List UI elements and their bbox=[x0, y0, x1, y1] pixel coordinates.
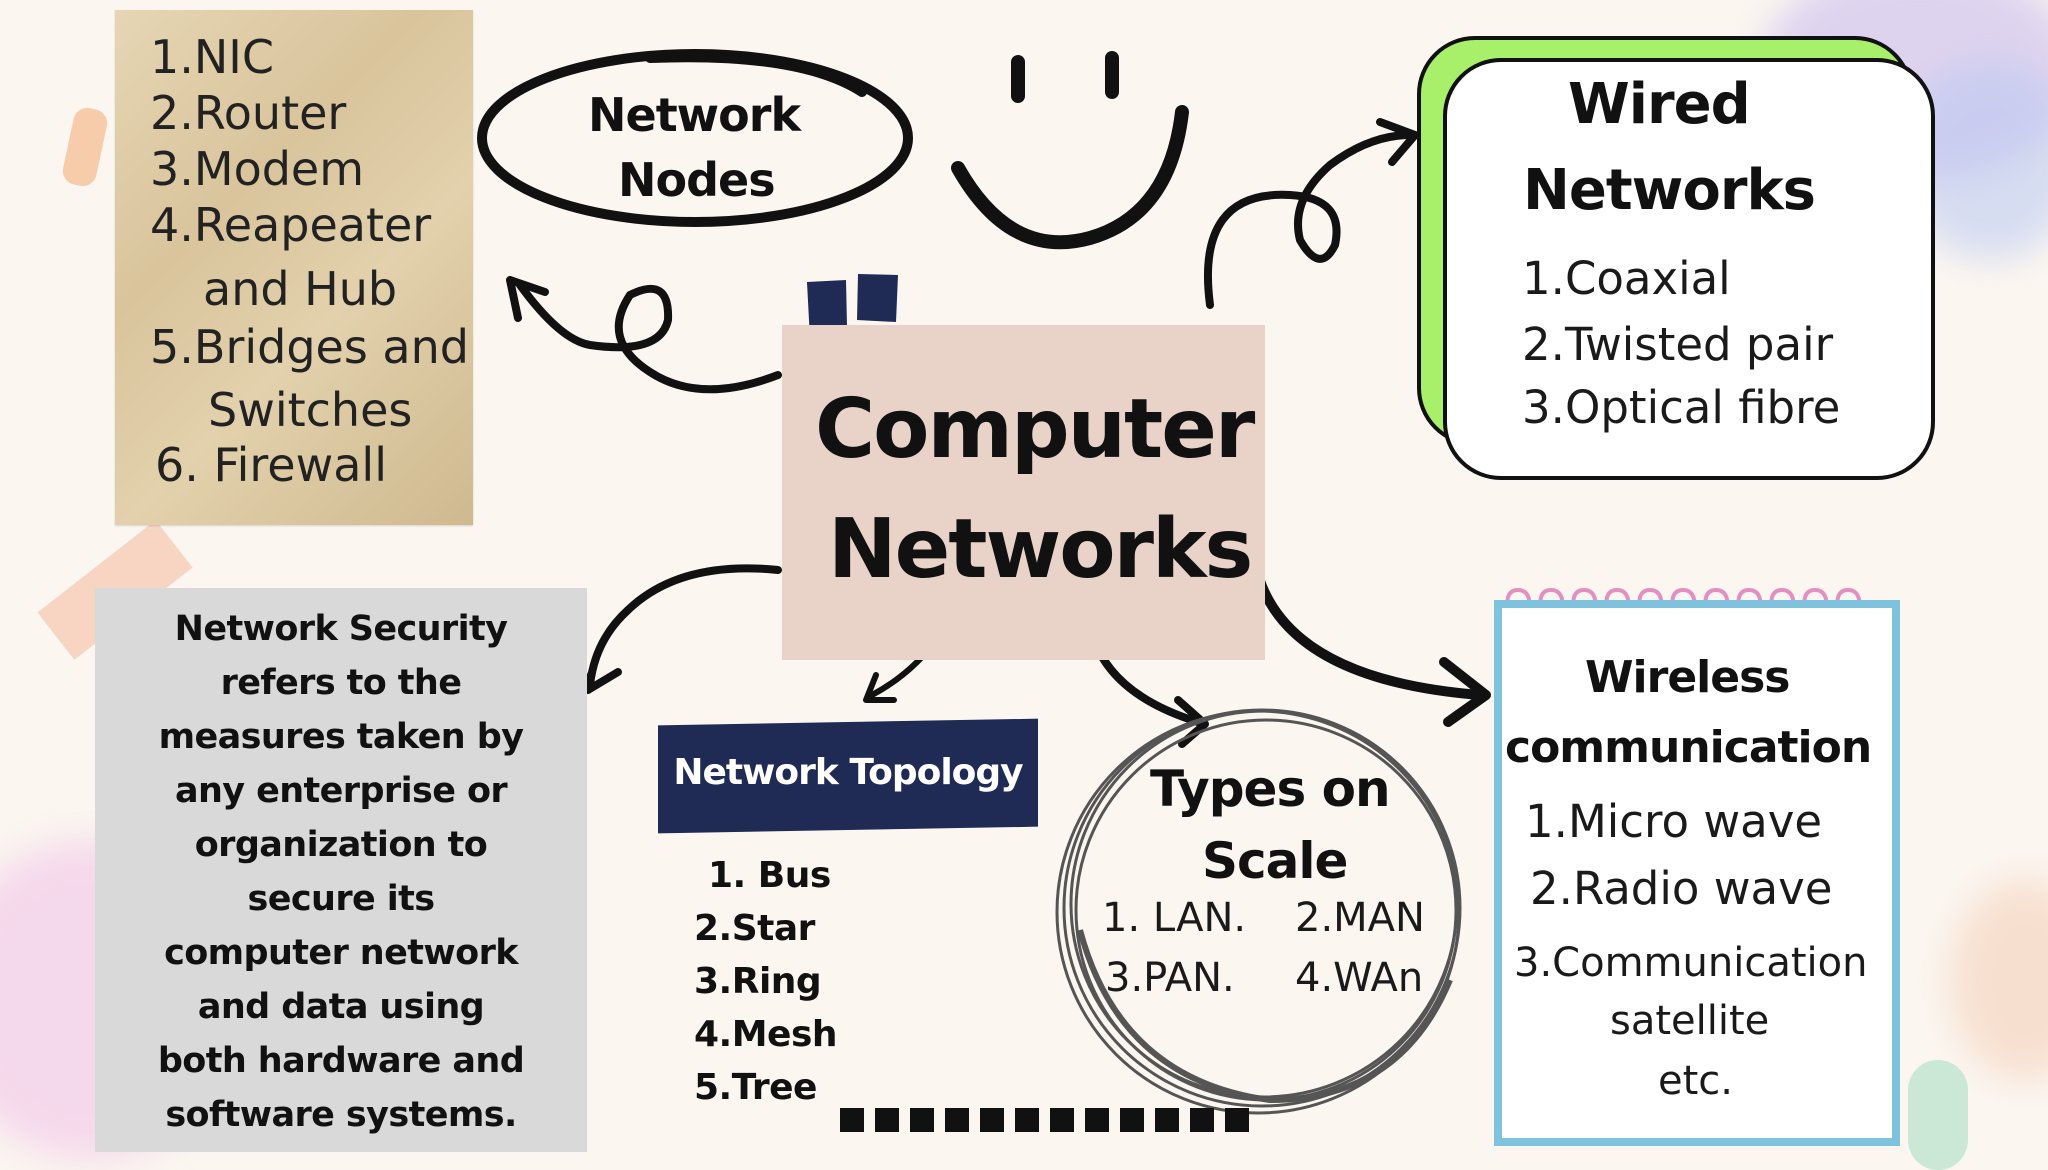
topology-item: 1. Bus bbox=[708, 855, 831, 896]
security-text: Network Security refers to the measures … bbox=[95, 602, 587, 1142]
wireless-item: 2.Radio wave bbox=[1530, 862, 1833, 915]
arrow-to-wireless bbox=[1253, 570, 1485, 700]
wired-title-line1: Wired bbox=[1568, 72, 1751, 137]
center-title-line1: Computer bbox=[815, 382, 1255, 477]
arrow-to-security bbox=[586, 564, 782, 689]
nodes-card: 1.NIC 2.Router 3.Modem 4.Reapeater and H… bbox=[115, 10, 473, 525]
node-item: 1.NIC bbox=[150, 30, 274, 84]
security-line: Network Security bbox=[174, 609, 508, 649]
scale-circle bbox=[1055, 708, 1462, 1115]
dash-bar bbox=[840, 1108, 1249, 1132]
center-title-line2: Networks bbox=[828, 502, 1253, 597]
wireless-card bbox=[1494, 600, 1900, 1146]
arrow-to-wired bbox=[1203, 131, 1414, 309]
scale-item: 4.WAn bbox=[1295, 955, 1424, 1001]
topology-item: 3.Ring bbox=[694, 961, 822, 1002]
wired-card bbox=[1443, 58, 1935, 480]
scale-item: 3.PAN. bbox=[1105, 955, 1235, 1001]
nodes-title-line1: Network bbox=[588, 88, 801, 142]
scale-title-line2: Scale bbox=[1202, 832, 1348, 890]
topology-title: Network Topology bbox=[673, 752, 1023, 793]
security-line: and data using bbox=[197, 987, 485, 1027]
topology-item: 2.Star bbox=[694, 908, 815, 949]
node-item: Switches bbox=[208, 383, 413, 437]
security-card: Network Security refers to the measures … bbox=[95, 588, 587, 1152]
node-item: 6. Firewall bbox=[155, 438, 387, 492]
node-item: 5.Bridges and bbox=[150, 320, 469, 374]
security-line: refers to the bbox=[220, 663, 462, 703]
node-item: 3.Modem bbox=[150, 142, 365, 196]
wireless-title-line1: Wireless bbox=[1585, 652, 1790, 703]
scale-title-line1: Types on bbox=[1150, 760, 1391, 818]
topology-item: 4.Mesh bbox=[694, 1014, 838, 1055]
scale-item: 1. LAN. bbox=[1102, 895, 1247, 941]
security-line: measures taken by bbox=[158, 717, 524, 757]
topology-item: 5.Tree bbox=[694, 1067, 817, 1108]
wireless-item: 3.Communication bbox=[1514, 940, 1868, 986]
node-item: 4.Reapeater bbox=[150, 198, 432, 252]
scale-item: 2.MAN bbox=[1295, 895, 1425, 941]
arrow-to-nodes bbox=[516, 281, 782, 394]
wireless-item: etc. bbox=[1658, 1058, 1733, 1104]
wired-item: 2.Twisted pair bbox=[1522, 318, 1834, 371]
security-line: organization to bbox=[194, 825, 488, 865]
center-note bbox=[782, 325, 1265, 660]
wired-item: 1.Coaxial bbox=[1522, 252, 1731, 305]
security-line: computer network bbox=[164, 933, 518, 973]
wireless-title-line2: communication bbox=[1505, 722, 1872, 773]
security-line: secure its bbox=[247, 879, 436, 919]
wired-title-line2: Networks bbox=[1523, 158, 1816, 223]
node-item: 2.Router bbox=[150, 86, 347, 140]
node-item: and Hub bbox=[203, 262, 398, 316]
nodes-oval bbox=[477, 49, 913, 227]
security-line: any enterprise or bbox=[174, 771, 508, 811]
wired-item: 3.Optical fibre bbox=[1522, 381, 1841, 434]
security-line: software systems. bbox=[165, 1095, 517, 1135]
security-line: both hardware and bbox=[157, 1041, 525, 1081]
smiley-icon bbox=[951, 51, 1189, 250]
wireless-item: satellite bbox=[1610, 998, 1770, 1044]
nodes-title-line2: Nodes bbox=[618, 153, 776, 207]
wireless-item: 1.Micro wave bbox=[1525, 795, 1823, 848]
